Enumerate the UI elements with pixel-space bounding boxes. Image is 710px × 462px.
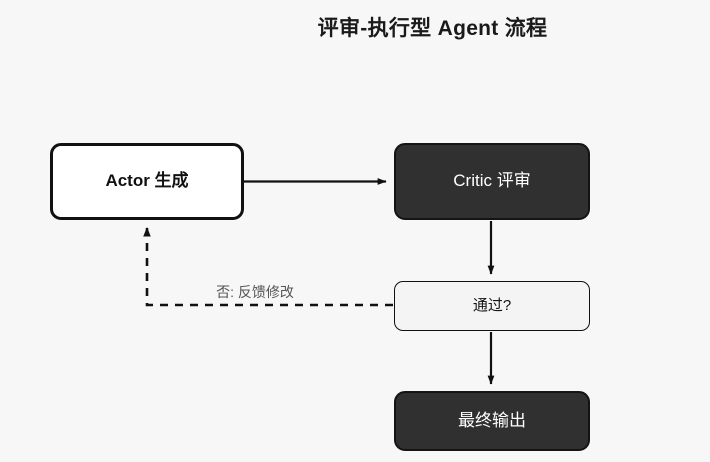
- page-title: 评审-执行型 Agent 流程: [317, 17, 548, 40]
- node-final[interactable]: 最终输出: [394, 391, 590, 451]
- node-final-label: 最终输出: [458, 410, 526, 430]
- node-actor-label: Actor 生成: [105, 171, 189, 191]
- edge-label-feedback: 否: 反馈修改: [216, 284, 294, 300]
- node-decision-label: 通过?: [472, 297, 512, 314]
- node-decision[interactable]: 通过?: [394, 281, 590, 331]
- node-critic[interactable]: Critic 评审: [394, 143, 590, 220]
- node-actor[interactable]: Actor 生成: [50, 143, 244, 220]
- node-critic-label: Critic 评审: [453, 171, 531, 191]
